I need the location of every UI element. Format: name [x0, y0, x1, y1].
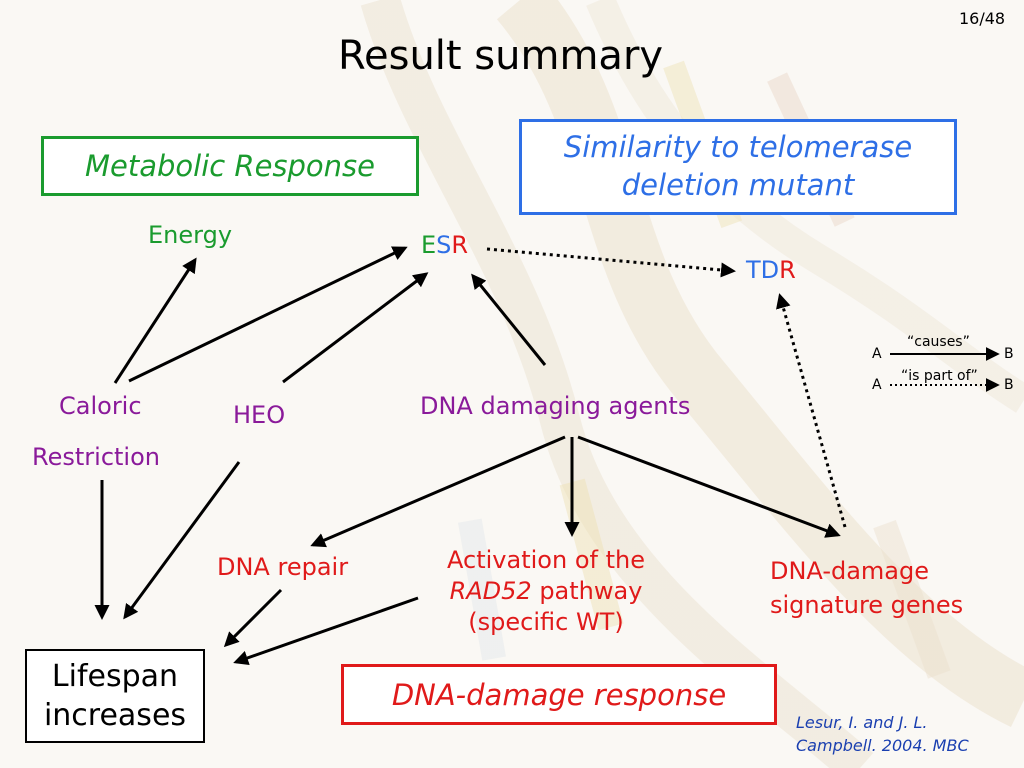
dna-damage-response-box: DNA-damage response [341, 664, 777, 725]
legend-b-2: B [1004, 377, 1014, 393]
similarity-line2: deletion mutant [621, 168, 855, 202]
node-esr-s: S [436, 231, 452, 259]
dna-damage-response-label: DNA-damage response [391, 677, 727, 712]
metabolic-response-box: Metabolic Response [41, 136, 419, 196]
node-tdr-td: TD [746, 256, 780, 284]
node-esr-r: R [451, 231, 469, 259]
lifespan-line2: increases [43, 698, 187, 733]
metabolic-response-label: Metabolic Response [84, 149, 375, 183]
legend-a-1: A [872, 346, 882, 362]
arrow-signature-to-tdr [776, 293, 847, 528]
arrow-heo-to-esr [282, 272, 429, 384]
arrow-agents-to-repair [310, 435, 566, 548]
legend-causes-label: “causes” [907, 334, 970, 350]
node-energy: Energy [148, 221, 233, 249]
node-restriction: Restriction [32, 443, 160, 471]
node-activation-rad52: Activation of the RAD52 pathway (specifi… [405, 545, 687, 639]
node-heo: HEO [233, 401, 286, 429]
activation-line2: RAD52 pathway [405, 576, 687, 607]
activation-pathway: pathway [531, 577, 643, 606]
arrow-caloric-to-energy [113, 257, 197, 384]
signature-line2: signature genes [770, 590, 964, 619]
arrow-esr-to-tdr [486, 247, 736, 278]
arrow-agents-to-signature [577, 435, 841, 538]
page-number: 16/48 [959, 9, 1006, 28]
node-esr-e: E [421, 231, 437, 259]
node-tdr-r: R [779, 256, 796, 284]
node-dna-damaging-agents: DNA damaging agents [420, 392, 691, 420]
legend-b-1: B [1004, 346, 1014, 362]
similarity-line1: Similarity to telomerase [563, 130, 913, 165]
slide-title: Result summary [338, 33, 664, 79]
arrow-activation-to-lifespan [233, 596, 419, 666]
activation-line3: (specific WT) [468, 608, 624, 637]
legend-is-part-of-label: “is part of” [901, 368, 978, 384]
arrow-agents-to-esr [471, 273, 547, 366]
node-tdr: TDR [746, 256, 796, 285]
citation: Lesur, I. and J. L. Campbell. 2004. MBC [796, 711, 969, 757]
legend-a-2: A [872, 377, 882, 393]
activation-line1: Activation of the [447, 546, 645, 574]
lifespan-line1: Lifespan [51, 659, 179, 694]
activation-rad52-gene: RAD52 [449, 577, 532, 606]
signature-line1: DNA-damage [770, 557, 930, 585]
citation-line1: Lesur, I. and J. L. [796, 713, 928, 732]
citation-line2: Campbell. 2004. MBC [796, 736, 969, 756]
arrow-heo-to-lifespan [123, 461, 241, 620]
arrow-caloric-to-esr [128, 246, 408, 383]
lifespan-box: Lifespan increases [25, 649, 205, 743]
arrow-repair-to-lifespan [223, 588, 283, 648]
similarity-box: Similarity to telomerase deletion mutant [519, 119, 957, 215]
node-caloric: Caloric [59, 392, 142, 420]
node-esr: ESR [421, 231, 469, 260]
node-signature-genes: DNA-damage signature genes [770, 555, 963, 622]
node-dna-repair: DNA repair [217, 553, 349, 581]
